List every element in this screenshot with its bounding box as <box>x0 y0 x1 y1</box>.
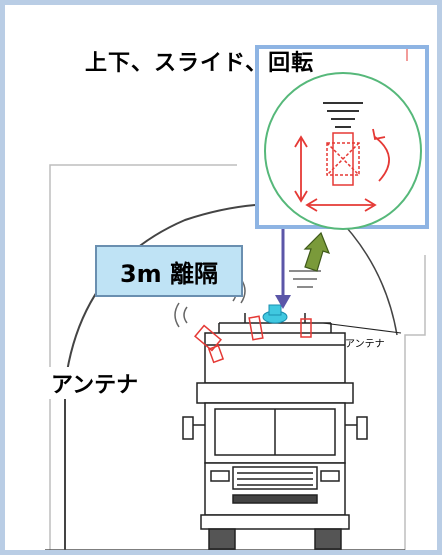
distance-label-box: 3m 離隔 <box>95 245 243 297</box>
truck <box>182 313 368 550</box>
distance-label: 3m 離隔 <box>119 259 219 288</box>
tunnel-arch-right <box>334 214 398 336</box>
antenna-label-small: アンテナ <box>345 339 385 350</box>
inset-vertical-arrow <box>294 135 308 203</box>
hangar-right-outline <box>404 255 426 550</box>
roof-sensors <box>194 315 312 364</box>
antenna-label: アンテナ <box>49 367 141 399</box>
caption: 上下、スライド、回転 <box>85 51 315 76</box>
up-arrow <box>303 231 331 272</box>
inset-waves <box>323 102 363 128</box>
antenna-leader <box>322 322 402 334</box>
inset-device <box>326 132 360 186</box>
center-sensor <box>262 304 288 324</box>
inset-circle <box>264 72 422 230</box>
inset-rotation-arrow <box>372 128 390 182</box>
hangar-outline <box>49 164 237 550</box>
scene-drawing <box>45 45 429 550</box>
inset-horizontal-arrow <box>305 198 377 212</box>
